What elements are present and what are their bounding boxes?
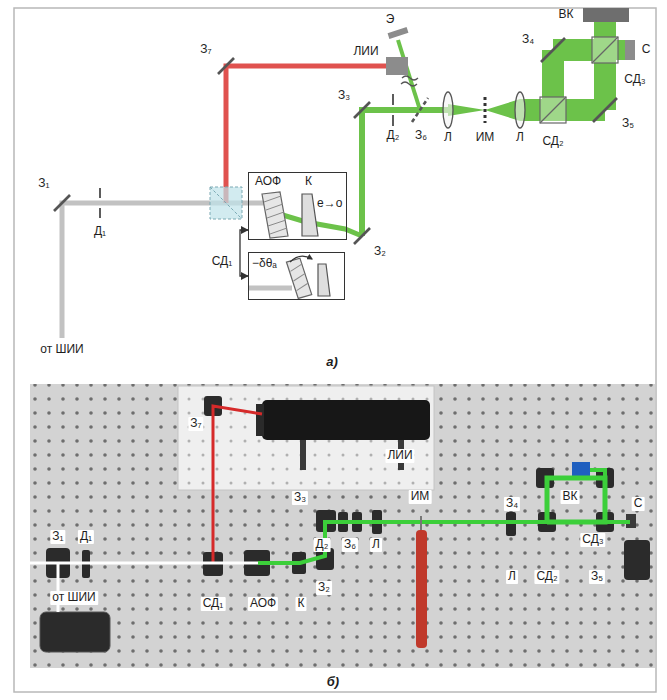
diaphragm <box>100 94 393 218</box>
panel-label: а) <box>326 355 338 370</box>
broadband-beam <box>248 286 292 291</box>
broadband-beam <box>62 203 278 338</box>
part-label: С <box>632 497 645 511</box>
part-label: Л <box>506 570 518 584</box>
lens <box>443 92 525 128</box>
part-label: ИМ <box>409 490 432 504</box>
camera <box>583 8 629 22</box>
part-label: Л <box>444 131 452 145</box>
part-label: ЛИИ <box>385 449 414 463</box>
inset-panel <box>178 386 434 490</box>
part-label: e→o <box>317 197 342 211</box>
part-label: АОФ <box>248 597 278 611</box>
optics-box: АОФ Кe→o <box>248 172 347 240</box>
part-label: З₆ <box>415 129 427 143</box>
part-label: З₅ <box>589 570 605 584</box>
part-label: С <box>642 43 651 57</box>
aotf-crystal-rotated <box>286 257 312 299</box>
laser-beam <box>213 406 262 563</box>
part-label: З₇ <box>188 417 203 431</box>
beam-splitter-cube <box>540 37 618 123</box>
schematic <box>54 8 635 338</box>
part-label: Л <box>516 131 524 145</box>
filtered-beam <box>258 470 630 563</box>
panel-label: б) <box>327 675 339 690</box>
part-label: З₁ <box>50 530 65 544</box>
part-label: СД₁ <box>212 255 233 269</box>
part-label: К <box>305 175 312 189</box>
prism <box>302 194 318 236</box>
part-label: ВК <box>561 490 580 504</box>
part-label: З₂ <box>316 581 332 595</box>
part-label: −δθₐ <box>252 257 277 271</box>
filtered-beam <box>276 40 448 236</box>
prism <box>318 264 330 296</box>
part-label: СД₃ <box>580 533 605 547</box>
part-label: З₄ <box>504 497 520 511</box>
object <box>484 97 487 123</box>
part-label: от ШИИ <box>40 343 84 357</box>
part-label: З₄ <box>522 33 534 47</box>
part-label: З₃ <box>292 491 308 505</box>
optical-table <box>30 384 655 668</box>
laser-tube <box>262 400 430 440</box>
part-label: Д₁ <box>78 530 94 544</box>
mirror <box>54 38 617 244</box>
screen <box>388 27 409 39</box>
part-label: Л <box>370 538 382 552</box>
part-label: СД₃ <box>624 73 645 87</box>
laser-source <box>386 57 408 75</box>
aotf-crystal <box>262 192 288 238</box>
part-label: ЛИИ <box>353 45 378 59</box>
part-label: СД₂ <box>542 135 563 149</box>
rotation-arrow <box>290 256 312 262</box>
broadband-beam <box>30 562 258 565</box>
part-label: Д₂ <box>314 538 331 552</box>
part-label: Д₂ <box>387 129 400 143</box>
part-label: З₅ <box>622 117 634 131</box>
part-label: от ШИИ <box>50 591 98 605</box>
part-label: Д₁ <box>94 225 106 239</box>
figure-frame <box>14 8 656 692</box>
optic-mount <box>40 396 650 652</box>
part-label: З₆ <box>342 538 358 552</box>
part-label: З₂ <box>374 245 386 259</box>
part-label: З₃ <box>338 89 350 103</box>
part-label: З₁ <box>38 177 49 191</box>
part-label: СД₂ <box>534 570 559 584</box>
part-label: Э <box>386 13 395 27</box>
object-holder <box>416 530 427 648</box>
part-label: АОФ <box>255 175 281 189</box>
part-label: СД₁ <box>201 597 226 611</box>
optics-box: −δθₐ <box>248 252 345 300</box>
switch-bracket <box>240 230 248 276</box>
photo <box>30 384 655 668</box>
detector <box>625 40 635 60</box>
filtered-beam-wide <box>448 22 625 121</box>
camera <box>572 462 590 476</box>
beam-splitter <box>210 187 242 219</box>
break-mark <box>401 76 418 86</box>
part-label: З₇ <box>200 43 211 57</box>
part-label: ИМ <box>476 131 495 145</box>
part-label: К <box>296 597 307 611</box>
part-label: ВК <box>559 8 574 22</box>
